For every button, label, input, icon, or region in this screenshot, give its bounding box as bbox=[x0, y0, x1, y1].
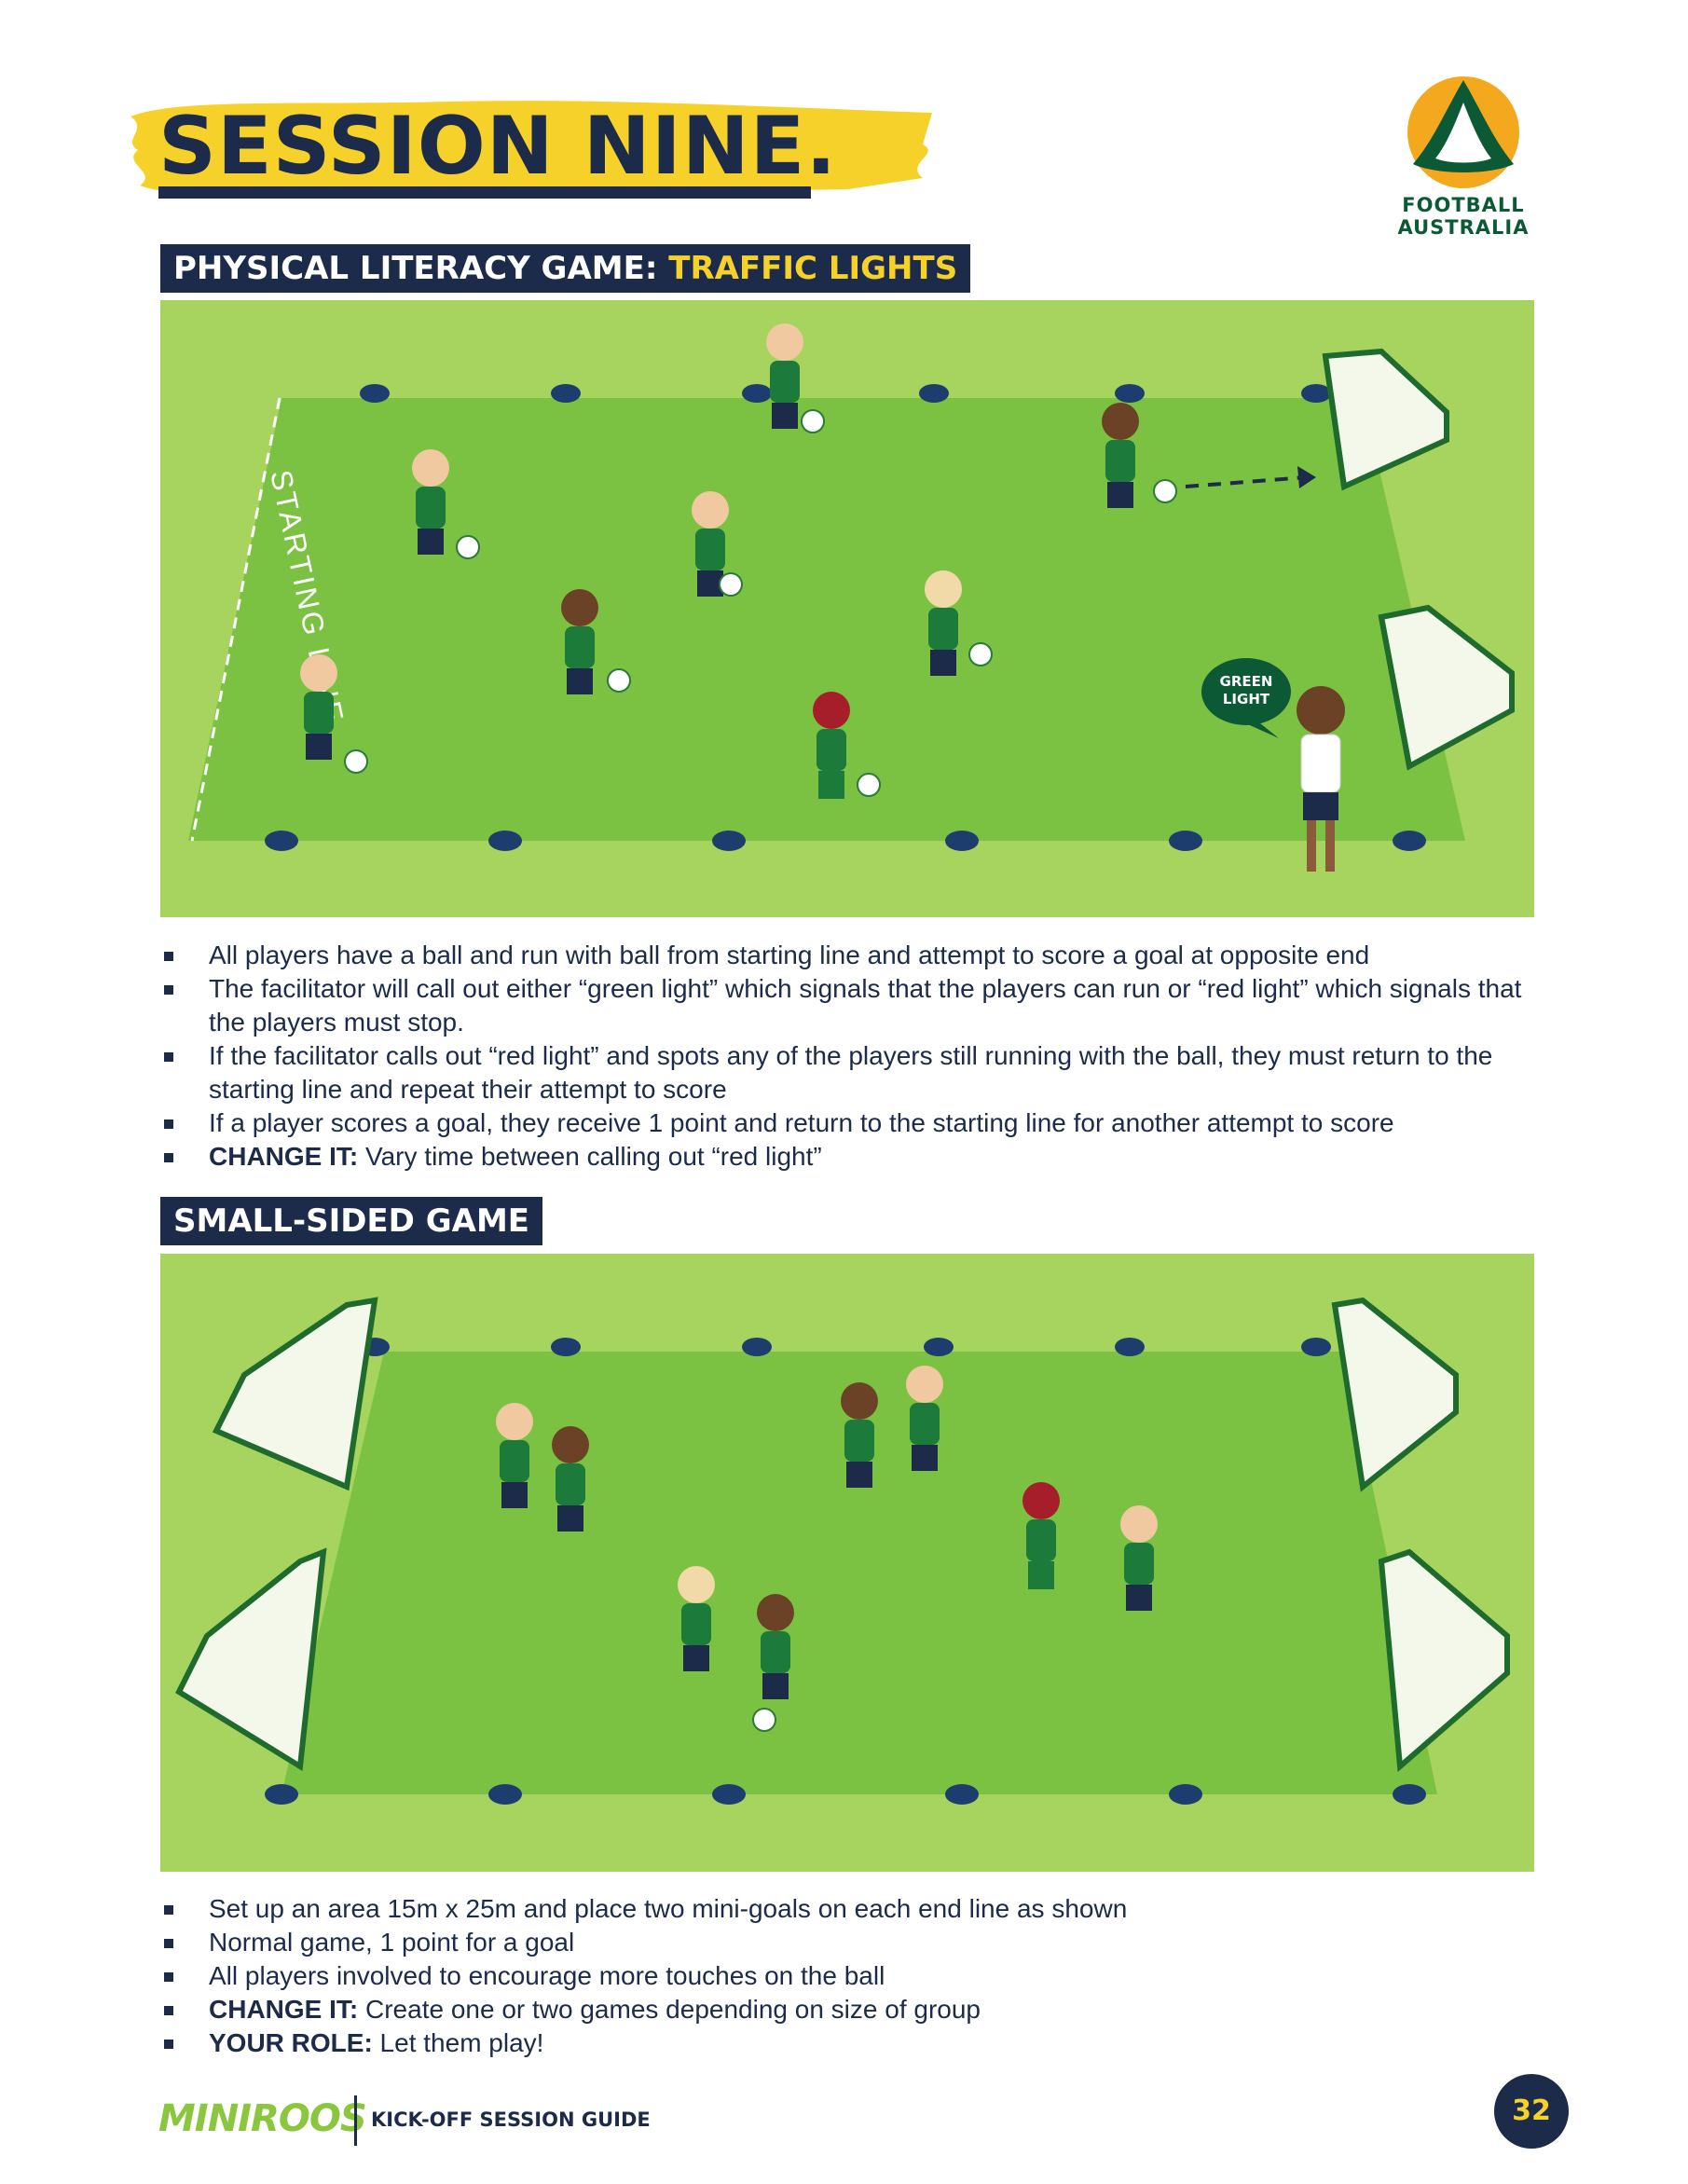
list-item: Normal game, 1 point for a goal bbox=[160, 1926, 1540, 1959]
header-highlight: TRAFFIC LIGHTS bbox=[668, 250, 958, 287]
player-icon bbox=[1120, 1505, 1158, 1611]
field-area bbox=[188, 398, 1465, 841]
list-item: If the facilitator calls out “red light”… bbox=[160, 1039, 1540, 1106]
goal-net-icon bbox=[1322, 348, 1449, 491]
goal-net-icon bbox=[212, 1297, 378, 1491]
list-item: Set up an area 15m x 25m and place two m… bbox=[160, 1892, 1540, 1926]
cone-icon bbox=[1301, 1338, 1331, 1356]
cone-icon bbox=[551, 384, 581, 403]
cone-icon bbox=[1169, 1784, 1202, 1805]
yellow-brush-stroke bbox=[130, 101, 932, 195]
player-icon bbox=[692, 491, 743, 597]
player-icon bbox=[813, 692, 881, 799]
cone-icon bbox=[265, 1784, 298, 1805]
page-number-badge: 32 bbox=[1494, 2074, 1569, 2149]
list-item: YOUR ROLE: Let them play! bbox=[160, 2026, 1540, 2060]
goal-net-icon bbox=[1378, 604, 1515, 771]
player-icon bbox=[752, 1594, 794, 1732]
cone-icon bbox=[919, 384, 949, 403]
player-icon bbox=[300, 654, 368, 774]
header-prefix: PHYSICAL LITERACY GAME: bbox=[173, 250, 669, 287]
list-item: The facilitator will call out either “gr… bbox=[160, 972, 1540, 1039]
speech-bubble: GREEN LIGHT bbox=[1201, 658, 1291, 738]
logo-emblem-icon bbox=[1407, 76, 1519, 188]
cone-icon bbox=[1393, 1784, 1426, 1805]
speech-line-1: GREEN bbox=[1220, 673, 1273, 690]
cone-icon bbox=[742, 1338, 772, 1356]
small-sided-bullet-list: Set up an area 15m x 25m and place two m… bbox=[160, 1892, 1540, 2060]
goal-net-icon bbox=[1378, 1548, 1510, 1773]
traffic-lights-bullet-list: All players have a ball and run with bal… bbox=[160, 939, 1540, 1174]
player-icon bbox=[412, 449, 480, 559]
section-header-traffic-lights: PHYSICAL LITERACY GAME: TRAFFIC LIGHTS bbox=[160, 244, 971, 293]
cone-icon bbox=[1169, 831, 1202, 851]
player-icon bbox=[925, 570, 993, 676]
list-item: CHANGE IT: Create one or two games depen… bbox=[160, 1993, 1540, 2026]
session-title-block: SESSION NINE. bbox=[121, 89, 941, 210]
cone-icon bbox=[488, 831, 522, 851]
list-item: CHANGE IT: Vary time between calling out… bbox=[160, 1140, 1540, 1174]
title-underline bbox=[158, 186, 811, 199]
list-item: All players involved to encourage more t… bbox=[160, 1959, 1540, 1993]
page-title: SESSION NINE. bbox=[158, 100, 838, 193]
cone-icon bbox=[742, 384, 772, 403]
player-icon bbox=[552, 1426, 589, 1532]
player-icon bbox=[841, 1382, 878, 1488]
player-icon bbox=[1022, 1482, 1060, 1589]
cone-icon bbox=[1115, 1338, 1145, 1356]
cone-icon bbox=[360, 384, 390, 403]
goal-net-icon bbox=[175, 1547, 327, 1772]
player-icon bbox=[766, 323, 825, 433]
logo-line-2: AUSTRALIA bbox=[1397, 216, 1530, 239]
cone-icon bbox=[551, 1338, 581, 1356]
small-sided-pitch-diagram bbox=[160, 1254, 1534, 1872]
cones bbox=[265, 1338, 1426, 1805]
players bbox=[300, 323, 1345, 872]
traffic-lights-pitch-diagram: STARTING LINE bbox=[160, 300, 1534, 917]
cone-icon bbox=[265, 831, 298, 851]
cone-icon bbox=[1301, 384, 1331, 403]
speech-line-2: LIGHT bbox=[1223, 691, 1270, 707]
footer-divider bbox=[354, 2095, 357, 2146]
facilitator-icon bbox=[1297, 686, 1345, 872]
players bbox=[496, 1366, 1158, 1732]
cone-icon bbox=[712, 1784, 746, 1805]
player-icon bbox=[561, 589, 631, 694]
logo-wordmark: FOOTBALL AUSTRALIA bbox=[1379, 194, 1547, 239]
cone-icon bbox=[945, 1784, 979, 1805]
player-icon bbox=[496, 1403, 533, 1508]
cone-icon bbox=[1115, 384, 1145, 403]
list-item: All players have a ball and run with bal… bbox=[160, 939, 1540, 972]
starting-line bbox=[190, 397, 281, 842]
cone-icon bbox=[1393, 831, 1426, 851]
footer-guide-title: KICK-OFF SESSION GUIDE bbox=[371, 2108, 651, 2131]
cone-icon bbox=[712, 831, 746, 851]
logo-line-1: FOOTBALL bbox=[1402, 194, 1525, 216]
goal-net-icon bbox=[1331, 1297, 1459, 1492]
shot-arrow bbox=[1185, 475, 1308, 488]
list-item: If a player scores a goal, they receive … bbox=[160, 1106, 1540, 1140]
cone-icon bbox=[924, 1338, 954, 1356]
miniroos-logo: MINIROOS bbox=[158, 2097, 367, 2140]
player-icon bbox=[906, 1366, 943, 1471]
cones bbox=[265, 384, 1426, 851]
football-australia-logo: FOOTBALL AUSTRALIA bbox=[1379, 75, 1547, 242]
cone-icon bbox=[488, 1784, 522, 1805]
cone-icon bbox=[945, 831, 979, 851]
section-header-small-sided-game: SMALL-SIDED GAME bbox=[160, 1197, 543, 1245]
player-icon bbox=[678, 1566, 715, 1671]
arrow-head-icon bbox=[1297, 466, 1316, 488]
player-icon bbox=[1102, 403, 1177, 508]
